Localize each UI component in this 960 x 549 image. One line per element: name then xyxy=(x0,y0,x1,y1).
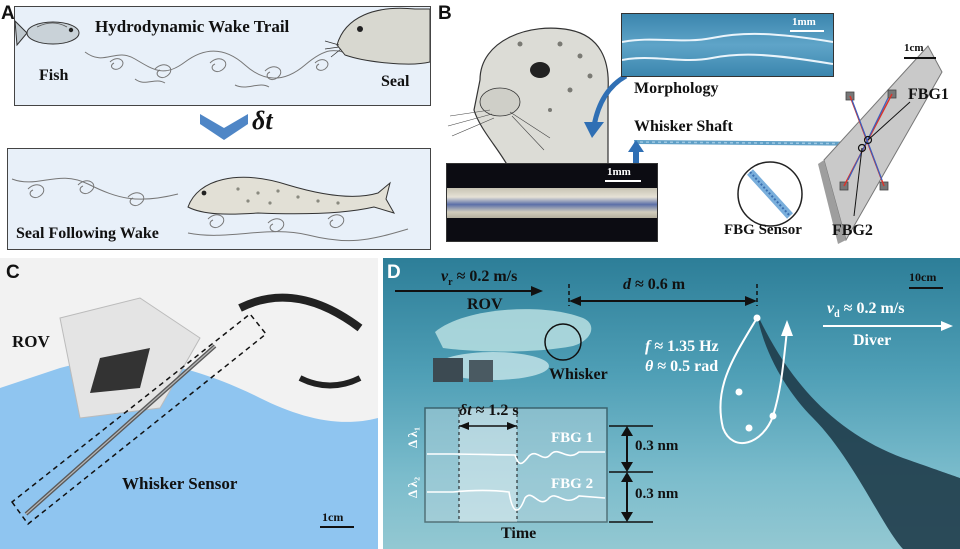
morphology-curved-arrow xyxy=(584,73,628,138)
d-value: ≈ 0.6 m xyxy=(631,276,686,293)
fbg2-label-d: FBG 2 xyxy=(551,476,594,492)
fbg-sensor-label: FBG Sensor xyxy=(724,222,802,238)
rov-shape xyxy=(433,309,592,382)
whisker-wave-lines xyxy=(622,32,833,65)
rov-label-d: ROV xyxy=(467,296,503,313)
diver-label: Diver xyxy=(853,332,892,349)
fbg2-signal xyxy=(427,489,606,511)
wake-trail-title: Hydrodynamic Wake Trail xyxy=(95,17,290,36)
scale-bar-1cm-b xyxy=(904,57,936,59)
scale-1mm-top: 1mm xyxy=(792,16,816,28)
theta-label: θ ≈ 0.5 rad xyxy=(645,358,718,376)
panel-b-letter: B xyxy=(438,3,452,24)
theta-value: ≈ 0.5 rad xyxy=(653,358,719,375)
lambda1-label: Δ λ₁ xyxy=(405,427,420,448)
panel-c-photo: C ROV Whisker Sensor 1cm xyxy=(0,258,378,549)
nm-bottom-label: 0.3 nm xyxy=(635,486,679,502)
wake-swirls xyxy=(84,50,356,88)
lambda2-label: Δ λ₂ xyxy=(405,477,420,498)
seal-following-wake-label: Seal Following Wake xyxy=(16,225,159,242)
frequency-label: f ≈ 1.35 Hz xyxy=(645,338,719,356)
whisker-sensor-label: Whisker Sensor xyxy=(122,474,238,493)
whisker-micro-image: 1mm xyxy=(446,163,658,242)
vr-label: vr ≈ 0.2 m/s xyxy=(441,268,517,288)
seal-head-sketch xyxy=(447,27,609,170)
scale-1cm-c: 1cm xyxy=(322,510,344,524)
morphology-label: Morphology xyxy=(634,80,719,97)
seal-body-illustration xyxy=(187,176,396,215)
panel-a-letter: A xyxy=(1,3,15,24)
vr-value: ≈ 0.2 m/s xyxy=(452,268,518,285)
scale-1cm-b: 1cm xyxy=(904,42,924,54)
fbg1-label: FBG1 xyxy=(908,86,949,103)
scale-bar-1mm-top xyxy=(790,30,824,32)
fbg-sensor-zoom xyxy=(737,161,803,227)
trajectory-points xyxy=(735,314,777,432)
d-symbol: d xyxy=(623,276,631,293)
seal-label: Seal xyxy=(381,73,410,90)
panel-d-photo: D vr ≈ 0.2 m/s ROV d ≈ 0.6 m 10cm vd ≈ 0… xyxy=(383,258,960,549)
panel-a-top-box: Hydrodynamic Wake Trail Fish Seal xyxy=(14,6,431,106)
vd-label: vd ≈ 0.2 m/s xyxy=(827,300,904,320)
panel-a-bottom-box: Seal Following Wake xyxy=(7,148,431,250)
wake-trail-illustration xyxy=(15,7,430,88)
scale-bar-1cm-c xyxy=(320,526,354,528)
d-label: d ≈ 0.6 m xyxy=(623,276,685,294)
vd-value: ≈ 0.2 m/s xyxy=(839,300,905,317)
f-value: ≈ 1.35 Hz xyxy=(650,338,719,355)
vr-subscript: r xyxy=(448,277,453,289)
fbg1-label-d: FBG 1 xyxy=(551,430,594,446)
fish-illustration xyxy=(15,20,80,47)
vd-symbol: v xyxy=(827,300,835,317)
mounting-plate xyxy=(818,45,943,244)
vr-symbol: v xyxy=(441,268,449,285)
whisker-label-d: Whisker xyxy=(549,366,608,383)
seal-following-illustration xyxy=(11,176,409,242)
delta-t-arrow xyxy=(200,114,248,140)
scale-10cm-d: 10cm xyxy=(909,270,937,284)
theta-symbol: θ xyxy=(645,358,654,375)
whisker-micro-band xyxy=(447,188,657,218)
dt-value: ≈ 1.2 s xyxy=(471,402,519,419)
delta-t-label: δt xyxy=(252,106,273,135)
whisker-shaft-label: Whisker Shaft xyxy=(634,118,733,135)
nm-top-label: 0.3 nm xyxy=(635,438,679,454)
rov-label-c: ROV xyxy=(12,332,50,351)
whisker-trajectory xyxy=(719,317,788,445)
underwater-scene xyxy=(395,284,960,549)
fbg1-signal xyxy=(427,450,605,465)
dt-symbol: δt xyxy=(459,402,472,419)
f-symbol: f xyxy=(645,338,651,355)
time-axis-label: Time xyxy=(501,525,537,542)
dt-label: δt ≈ 1.2 s xyxy=(459,402,519,420)
scale-bar-1mm-bottom xyxy=(605,180,641,182)
rov-photo-drawing xyxy=(0,258,378,526)
panel-c-letter: C xyxy=(6,262,20,283)
seal-head-illustration xyxy=(324,7,430,65)
fbg2-label: FBG2 xyxy=(832,222,873,239)
morphology-image: 1mm xyxy=(621,13,834,77)
scale-1mm-bottom: 1mm xyxy=(607,166,631,178)
fish-label: Fish xyxy=(39,67,69,84)
panel-d-letter: D xyxy=(387,262,401,283)
vd-subscript: d xyxy=(834,309,840,321)
diver-fin xyxy=(757,314,960,549)
following-wake-swirls xyxy=(11,177,409,242)
